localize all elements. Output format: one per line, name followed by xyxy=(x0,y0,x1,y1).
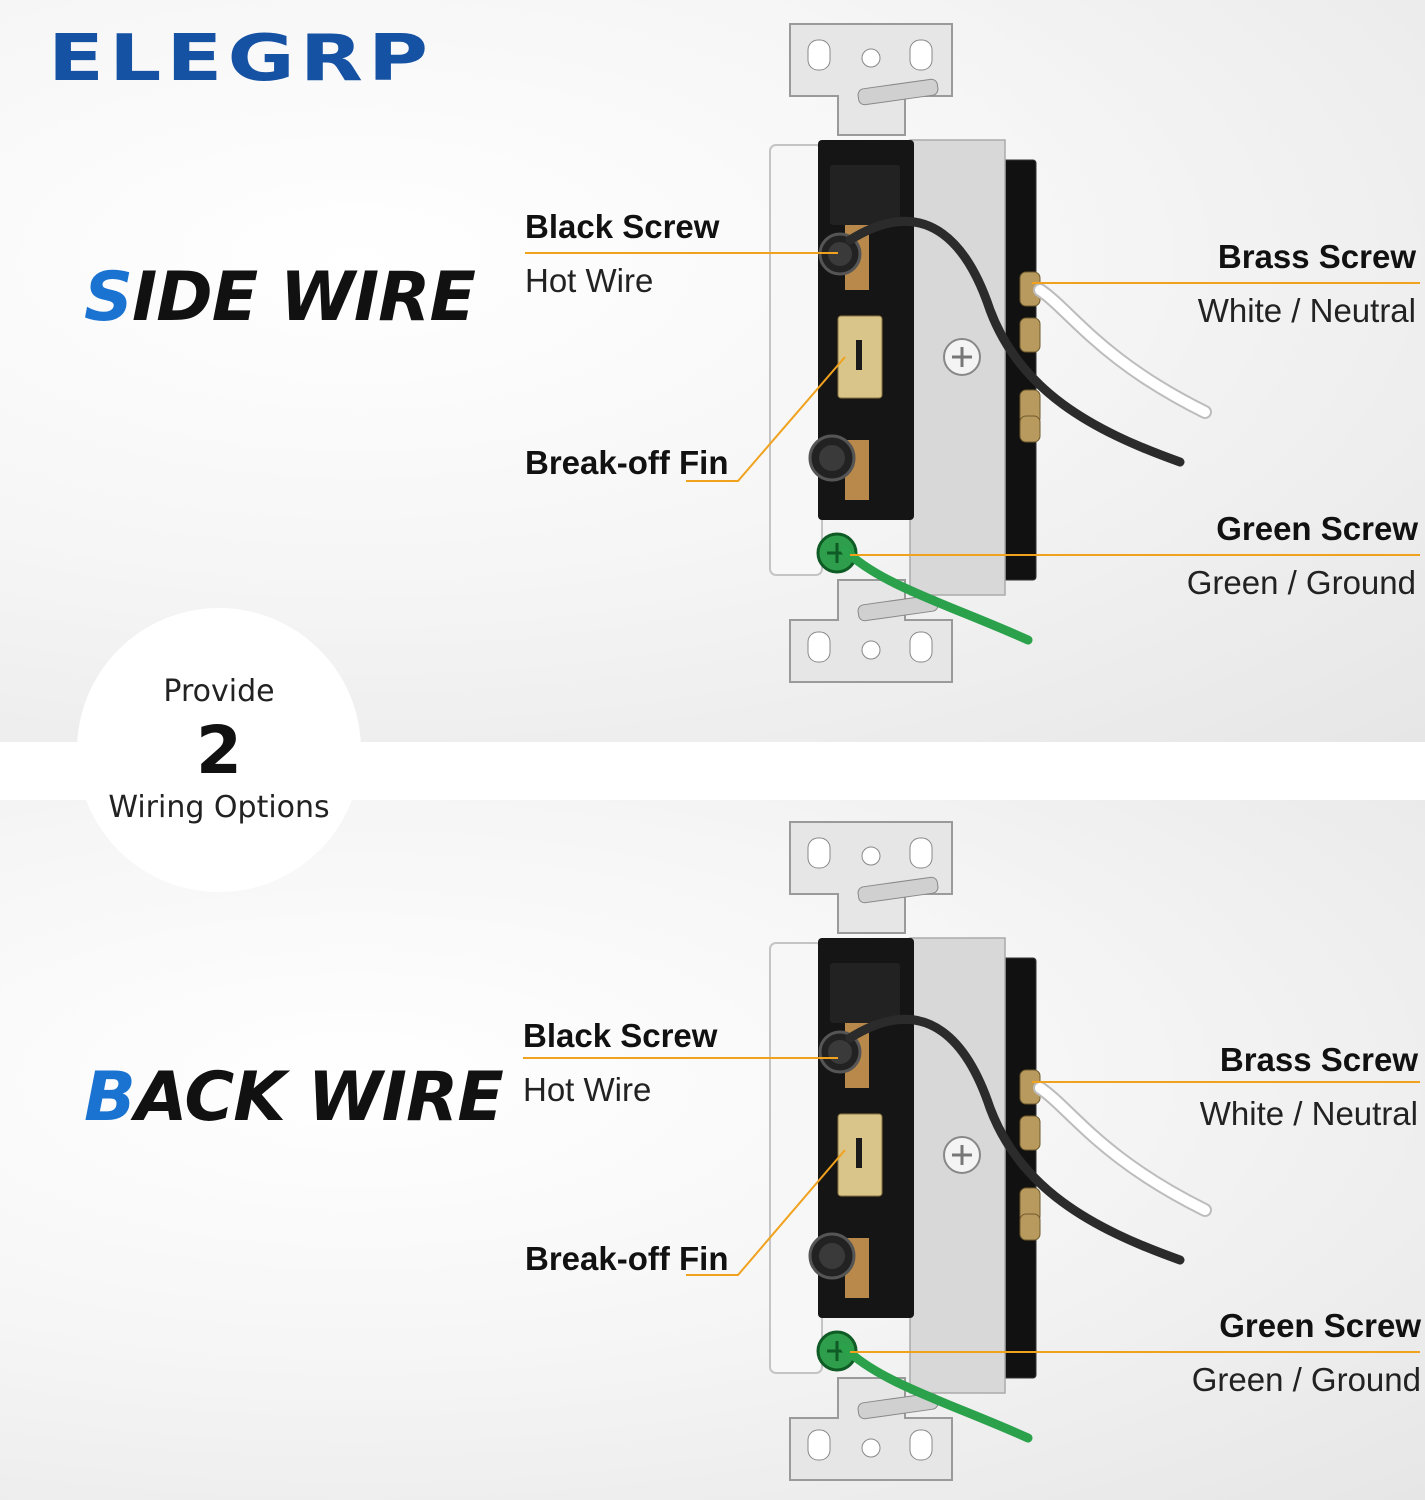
side-break-off-fin-label: Break-off Fin xyxy=(525,444,729,481)
back-wire-switch xyxy=(770,822,1205,1480)
side-wire-title-initial: S xyxy=(84,258,133,337)
side-wire-title: SIDE WIRE xyxy=(84,258,476,337)
side-hot-wire-label: Hot Wire xyxy=(525,262,654,299)
back-white-neutral-label: White / Neutral xyxy=(1199,1095,1418,1132)
back-black-screw-label: Black Screw xyxy=(523,1017,718,1054)
side-green-screw-label: Green Screw xyxy=(1216,510,1418,547)
elegrp-logo: ELEGRP xyxy=(48,22,434,96)
back-wire-panel xyxy=(0,800,1425,1500)
side-green-ground-label: Green / Ground xyxy=(1186,564,1416,601)
back-wire-title-initial: B xyxy=(84,1058,136,1137)
badge-provide-text: Provide xyxy=(163,674,275,709)
side-leader-lines xyxy=(525,252,1420,556)
badge-options-text: Wiring Options xyxy=(108,790,330,825)
back-wire-title-rest: ACK WIRE xyxy=(134,1058,504,1137)
back-brass-screw-label: Brass Screw xyxy=(1219,1041,1418,1078)
side-white-neutral-label: White / Neutral xyxy=(1197,292,1416,329)
back-green-ground-label: Green / Ground xyxy=(1191,1361,1421,1398)
side-brass-screw-label: Brass Screw xyxy=(1217,238,1416,275)
side-wire-title-rest: IDE WIRE xyxy=(131,258,476,337)
back-break-off-fin-label: Break-off Fin xyxy=(525,1240,729,1277)
back-wire-title: BACK WIRE xyxy=(84,1058,504,1137)
back-leader-lines xyxy=(523,1057,1420,1353)
side-black-screw-label: Black Screw xyxy=(525,208,720,245)
back-hot-wire-label: Hot Wire xyxy=(523,1071,652,1108)
badge-number: 2 xyxy=(196,712,242,789)
back-green-screw-label: Green Screw xyxy=(1219,1307,1421,1344)
wiring-options-badge: Provide 2 Wiring Options xyxy=(77,608,361,892)
side-wire-switch xyxy=(770,24,1205,682)
